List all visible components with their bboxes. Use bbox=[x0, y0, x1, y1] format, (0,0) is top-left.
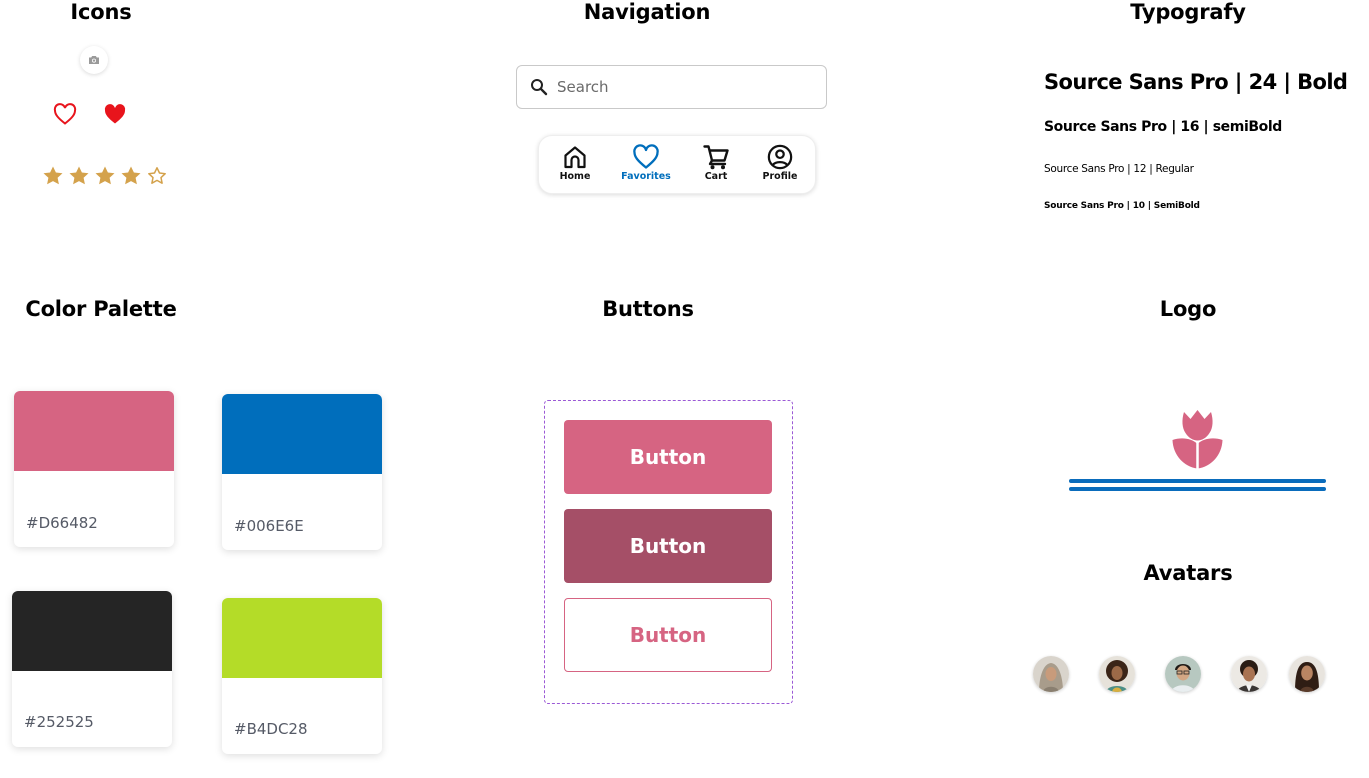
icons-section-title: Icons bbox=[70, 0, 132, 24]
avatar-woman-curly-hair-image bbox=[1099, 656, 1135, 692]
swatch-hex-code: #B4DC28 bbox=[234, 720, 308, 738]
camera-button[interactable] bbox=[80, 46, 108, 74]
color-swatch-lime: #B4DC28 bbox=[222, 598, 382, 754]
outline-button[interactable]: Button bbox=[564, 598, 772, 672]
nav-label-cart: Cart bbox=[704, 171, 728, 182]
typography-sample-10-semibold: Source Sans Pro | 10 | SemiBold bbox=[1044, 201, 1200, 211]
avatar[interactable] bbox=[1099, 656, 1135, 692]
swatch-color-fill bbox=[222, 394, 382, 474]
avatar-woman-hijab-image bbox=[1033, 656, 1069, 692]
swatch-color-fill bbox=[12, 591, 172, 671]
color-swatch-blue: #006E6E bbox=[222, 394, 382, 550]
heart-filled-icon[interactable] bbox=[103, 103, 127, 125]
pressed-button[interactable]: Button bbox=[564, 509, 772, 583]
avatar-man-glasses-image bbox=[1165, 656, 1201, 692]
nav-label-profile: Profile bbox=[762, 171, 798, 182]
primary-button[interactable]: Button bbox=[564, 420, 772, 494]
star-filled-icon[interactable] bbox=[93, 164, 117, 188]
navigation-section-title: Navigation bbox=[583, 0, 711, 24]
color-palette-section-title: Color Palette bbox=[25, 297, 177, 321]
avatar[interactable] bbox=[1165, 656, 1201, 692]
star-filled-icon[interactable] bbox=[67, 164, 91, 188]
avatar[interactable] bbox=[1289, 656, 1325, 692]
logo-section-title: Logo bbox=[1159, 297, 1217, 321]
heart-outline-icon[interactable] bbox=[53, 103, 77, 125]
star-outline-icon[interactable] bbox=[145, 164, 169, 188]
search-bar[interactable] bbox=[516, 65, 827, 109]
swatch-color-fill bbox=[222, 598, 382, 678]
bottom-navigation: Home Favorites Cart Profile bbox=[538, 135, 816, 194]
swatch-hex-code: #252525 bbox=[24, 713, 94, 731]
nav-label-home: Home bbox=[559, 171, 591, 182]
star-rating[interactable] bbox=[41, 164, 169, 188]
star-filled-icon[interactable] bbox=[119, 164, 143, 188]
search-input[interactable] bbox=[557, 78, 807, 96]
profile-icon bbox=[767, 144, 793, 170]
avatars-section-title: Avatars bbox=[1143, 561, 1233, 585]
logo-line-top bbox=[1069, 479, 1326, 483]
nav-item-cart[interactable]: Cart bbox=[686, 144, 746, 182]
cart-icon bbox=[703, 145, 729, 170]
avatar[interactable] bbox=[1033, 656, 1069, 692]
camera-icon bbox=[89, 56, 99, 64]
avatar[interactable] bbox=[1231, 656, 1267, 692]
typography-sample-24-bold: Source Sans Pro | 24 | Bold bbox=[1044, 70, 1348, 94]
typography-sample-16-semibold: Source Sans Pro | 16 | semiBold bbox=[1044, 119, 1282, 135]
color-swatch-pink: #D66482 bbox=[14, 391, 174, 547]
logo-line-bottom bbox=[1069, 487, 1326, 491]
color-swatch-black: #252525 bbox=[12, 591, 172, 747]
heart-icon bbox=[633, 144, 659, 169]
nav-item-home[interactable]: Home bbox=[545, 144, 605, 182]
avatar-man-curly-hair-image bbox=[1231, 656, 1267, 692]
buttons-frame bbox=[544, 400, 793, 704]
swatch-hex-code: #D66482 bbox=[26, 514, 98, 532]
swatch-color-fill bbox=[14, 391, 174, 471]
typography-section-title: Typografy bbox=[1130, 0, 1246, 24]
star-filled-icon[interactable] bbox=[41, 164, 65, 188]
nav-item-favorites[interactable]: Favorites bbox=[616, 144, 676, 182]
swatch-hex-code: #006E6E bbox=[234, 517, 304, 535]
nav-label-favorites: Favorites bbox=[621, 171, 671, 182]
home-icon bbox=[564, 146, 586, 169]
typography-sample-12-regular: Source Sans Pro | 12 | Regular bbox=[1044, 163, 1194, 175]
tulip-logo-icon bbox=[1172, 410, 1223, 469]
avatar-woman-long-hair-image bbox=[1289, 656, 1325, 692]
search-icon bbox=[531, 79, 548, 96]
buttons-section-title: Buttons bbox=[602, 297, 694, 321]
nav-item-profile[interactable]: Profile bbox=[750, 144, 810, 182]
